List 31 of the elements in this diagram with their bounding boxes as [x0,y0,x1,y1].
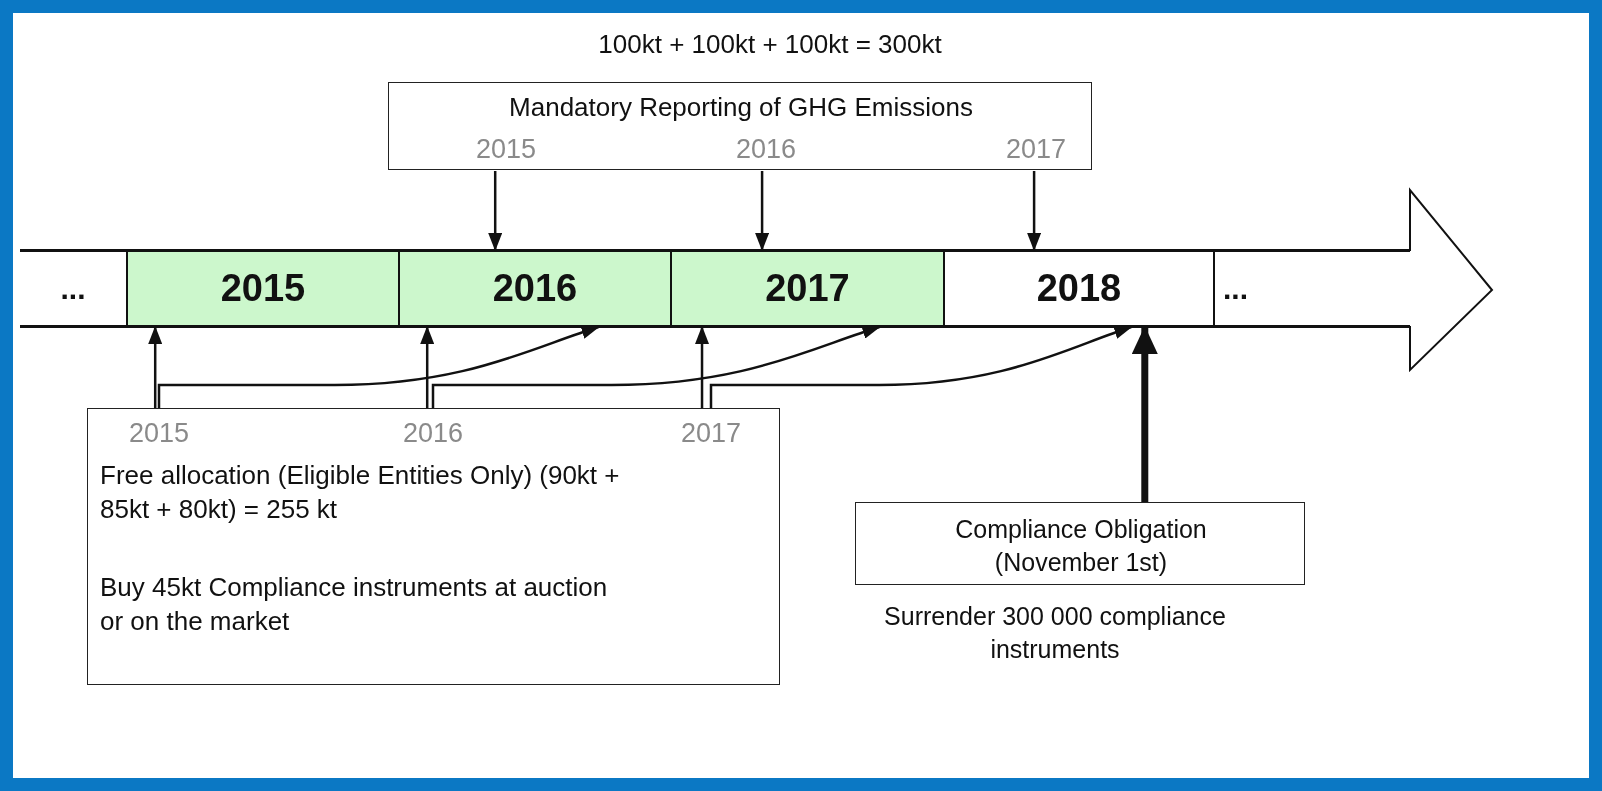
description-text: Free allocation (Eligible Entities Only) (90kt + 85kt + 80kt) = 255 kt [100,459,620,526]
arrow [695,326,710,409]
description-text: Buy 45kt Compliance instruments at auction or on the market [100,571,609,638]
box-title: Mandatory Reporting of GHG Emissions [508,91,974,124]
note-box [855,502,1305,585]
arrow [709,325,1133,409]
year-label: 2016 [711,127,821,171]
arrow [1131,326,1158,502]
year-label: 2015 [451,127,561,171]
note-text: Surrender 300 000 compliance instruments [883,601,1227,665]
arrow [420,326,435,409]
arrow [488,171,503,251]
timeline-segment: 2015 [128,250,400,327]
sum-note: 100kt + 100kt + 100kt = 300kt [597,28,943,61]
note-box [388,82,1092,170]
note-box [87,408,780,685]
timeline-segment: 2016 [400,250,672,327]
year-label: 2016 [378,409,488,457]
timeline-segment: ... [1215,250,1410,327]
arrow [1027,171,1042,251]
timeline-segment: ... [20,250,128,327]
year-label: 2017 [981,127,1091,171]
arrow [148,326,163,409]
year-label: 2015 [104,409,214,457]
arrow [157,325,600,409]
year-label: 2017 [656,409,766,457]
timeline-segment: 2018 [945,250,1215,327]
arrow [755,171,770,251]
timeline-segment: 2017 [672,250,945,327]
description-text: Compliance Obligation (November 1st) [954,514,1208,578]
arrow [431,325,881,409]
